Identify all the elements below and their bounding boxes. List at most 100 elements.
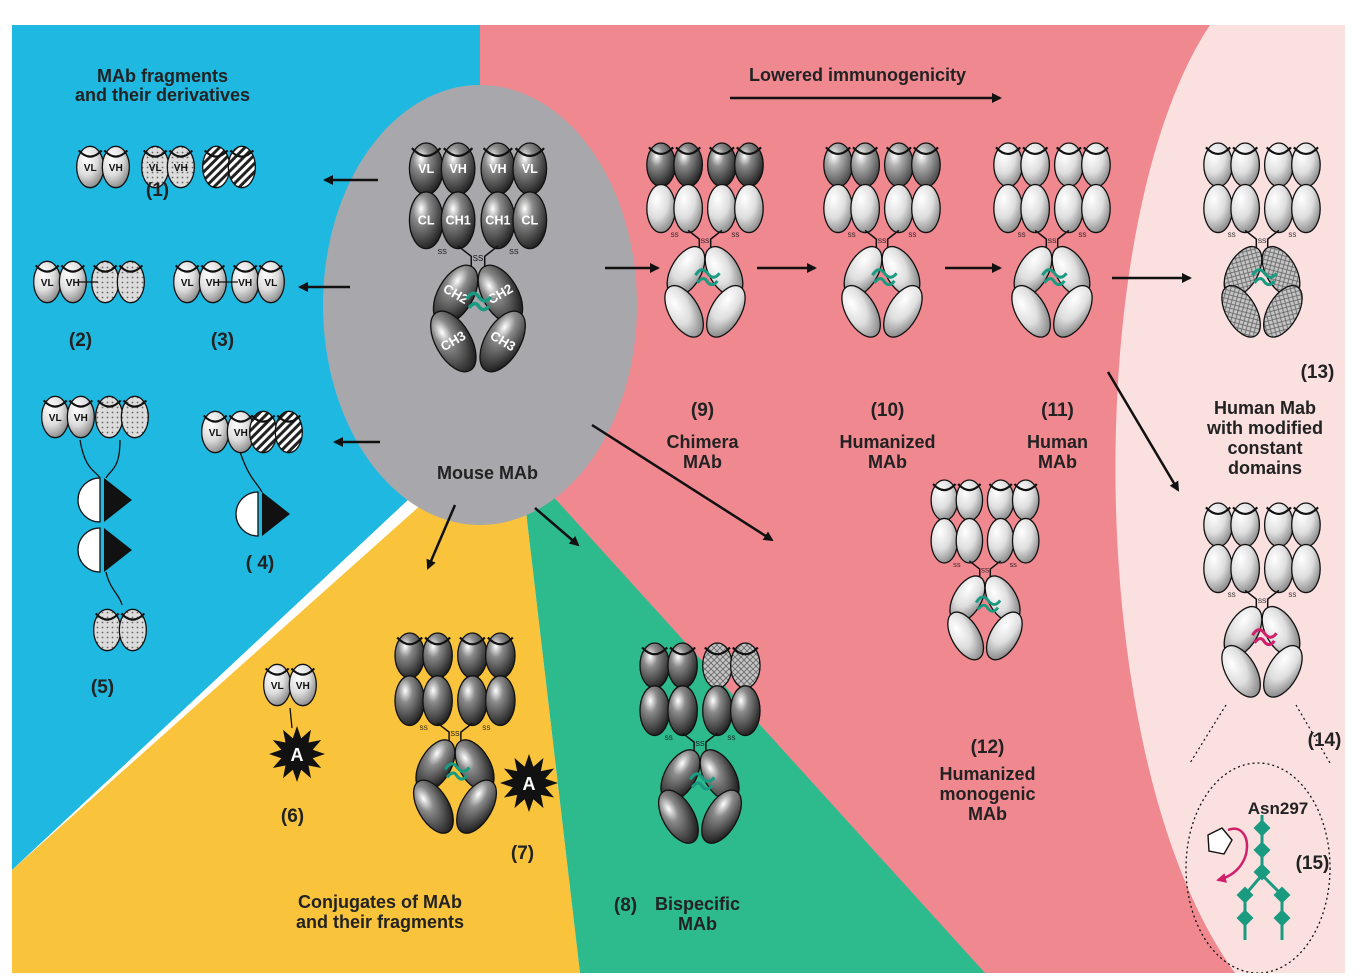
- domain: [729, 685, 761, 737]
- domain-label: VH: [66, 278, 80, 289]
- antigen-binding-notch: [736, 146, 762, 156]
- antigen-binding-notch: [1205, 506, 1231, 516]
- domain: [1203, 183, 1233, 234]
- fv-right: [883, 142, 941, 188]
- bispecific-label: Bispecific MAb: [654, 894, 741, 934]
- antigen-binding-notch: [258, 264, 284, 273]
- domain: [734, 183, 764, 234]
- domain-label: VL: [41, 278, 54, 289]
- antigen-binding-notch: [1022, 146, 1049, 156]
- antigen-binding-notch: [92, 264, 118, 273]
- antigen-binding-notch: [708, 146, 735, 156]
- fv-left: [1203, 502, 1261, 548]
- toxin-label: A: [523, 774, 536, 794]
- domain-label: VH: [296, 681, 310, 692]
- antigen-binding-notch: [514, 147, 545, 157]
- fragment-6: VL VH: [263, 663, 317, 707]
- antigen-binding-notch: [122, 399, 148, 408]
- antigen-binding-notch: [669, 646, 696, 656]
- domain-label: VH: [174, 163, 188, 174]
- domain: [274, 410, 303, 454]
- domain: [1263, 543, 1294, 594]
- domain: [166, 145, 195, 189]
- domain: [1291, 543, 1321, 594]
- antigen-binding-notch: [988, 483, 1013, 492]
- domain-label: VL: [264, 278, 277, 289]
- domain: [1053, 284, 1093, 338]
- antigen-binding-notch: [94, 612, 120, 621]
- antigen-binding-notch: [200, 264, 226, 273]
- antigen-binding-notch: [957, 483, 982, 492]
- fragment-5c: [93, 608, 147, 652]
- disulfide-bond-label: SS: [482, 725, 490, 732]
- domain: [701, 789, 743, 844]
- zoom-line: [1295, 704, 1331, 764]
- chimera-label: Chimera MAb: [666, 432, 739, 472]
- domain-label: VL: [271, 681, 284, 692]
- antigen-binding-notch: [1232, 506, 1259, 516]
- domain: [673, 183, 704, 234]
- antigen-binding-notch: [1083, 146, 1109, 156]
- disulfide-bond-label: SS: [695, 741, 705, 748]
- sugar-residue: [1236, 909, 1254, 927]
- antigen-binding-notch: [732, 646, 759, 656]
- antigen-binding-notch: [675, 146, 702, 156]
- domain: [993, 183, 1023, 234]
- disulfide-bond-label: SS: [1288, 233, 1296, 239]
- arrow-to-12: [591, 423, 774, 542]
- domain-label: VH: [206, 278, 220, 289]
- antigen-binding-notch: [443, 147, 474, 157]
- antigen-binding-notch: [60, 264, 86, 273]
- disulfide-bond-label: SS: [1258, 238, 1267, 245]
- glycan-icon: [871, 268, 898, 287]
- mouse-mab-oval: [323, 85, 637, 525]
- domain: [706, 284, 746, 338]
- fragment-4b: [249, 410, 303, 454]
- sugar-residue: [1253, 819, 1271, 837]
- label-5: (5): [90, 677, 115, 698]
- humanized-label: Humanized MAb: [839, 432, 936, 472]
- label-1: (1): [145, 180, 170, 201]
- antigen-binding-notch: [174, 264, 200, 273]
- toxin-star-7: [500, 754, 558, 812]
- domain-label: VL: [84, 163, 97, 174]
- label-3: (3): [210, 330, 235, 351]
- antigen-binding-notch: [1205, 146, 1231, 156]
- antigen-binding-notch: [1232, 146, 1259, 156]
- domain: [841, 284, 881, 338]
- label-8: (8): [613, 895, 638, 916]
- domain: [512, 191, 548, 250]
- domain-label: VL: [418, 162, 434, 176]
- hinge: [864, 229, 900, 249]
- disulfide-bond-label: SS: [420, 725, 428, 732]
- domain: [1263, 644, 1303, 698]
- arrow-to-conjugates: [426, 504, 457, 570]
- domain-label: VL: [209, 428, 222, 439]
- dimerization-domain: [104, 528, 132, 572]
- domain: [985, 611, 1023, 661]
- disulfide-bond-label: SS: [473, 254, 483, 263]
- fv-right: [1263, 142, 1321, 188]
- domain: [850, 183, 881, 234]
- label-6: (6): [280, 806, 305, 827]
- toxin-star-6: [269, 726, 325, 782]
- fv-right: [986, 479, 1040, 522]
- domain-label: VH: [234, 428, 248, 439]
- disulfide-bond-label: SS: [671, 233, 679, 239]
- human-label: Human MAb: [1026, 432, 1088, 472]
- fv-right: [457, 632, 516, 679]
- conjugates-region: [12, 460, 580, 973]
- disulfide-bond-label: SS: [953, 563, 961, 569]
- antigen-binding-notch: [1013, 483, 1038, 492]
- domain: [101, 145, 130, 189]
- antigen-binding-notch: [885, 146, 912, 156]
- domain: [430, 310, 477, 373]
- domain: [66, 395, 95, 439]
- domain: [664, 284, 704, 338]
- antigen-binding-notch: [995, 146, 1021, 156]
- domain: [955, 517, 984, 564]
- hinge: [457, 245, 499, 268]
